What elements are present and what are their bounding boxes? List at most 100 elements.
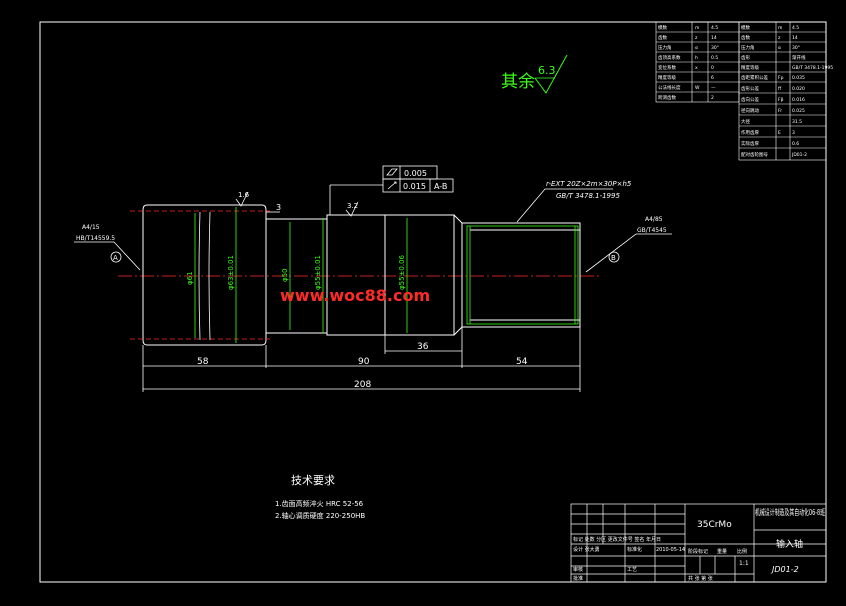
params-right-cell-7-0: 齿向公差 xyxy=(741,96,759,103)
datum-b-leader xyxy=(585,233,672,273)
len-90: 90 xyxy=(358,357,370,367)
watermark: www.woc88.com xyxy=(280,286,430,305)
dia-d2-label: φ63±0.01 xyxy=(227,255,235,290)
title-sheets: 共 张 第 张 xyxy=(688,575,713,582)
title-part-name: 输入轴 xyxy=(776,538,803,550)
tech-req-title: 技术要求 xyxy=(291,474,335,487)
params-right-cell-7-2: 0.016 xyxy=(792,97,805,103)
dia-d4-label: φ55±0.01 xyxy=(314,255,322,290)
params-left-cell-2-1: α xyxy=(695,46,698,51)
params-right-cell-10-0: 作用齿厚 xyxy=(741,129,759,136)
params-left-cell-4-1: x xyxy=(695,66,698,71)
params-right-cell-3-2: 渐开线 xyxy=(792,54,806,61)
datum-b-spec2: GB/T4545 xyxy=(637,227,667,234)
datum-a-circle xyxy=(110,251,122,263)
params-left-cell-3-0: 齿顶高系数 xyxy=(658,54,681,61)
params-left-cell-3-2: 0.5 xyxy=(711,55,718,61)
title-approve: 批准 xyxy=(573,575,583,582)
params-left-cell-7-2: 2 xyxy=(711,95,714,101)
datum-b-circle xyxy=(608,251,620,263)
params-left-cell-0-0: 模数 xyxy=(658,24,667,31)
title-check: 标准化 xyxy=(627,546,642,553)
tol-flatness-value: 0.005 xyxy=(404,169,427,178)
params-right-cell-4-0: 精度等级 xyxy=(741,64,759,71)
params-right-cell-7-1: Fβ xyxy=(778,97,784,103)
params-left-cell-6-2: — xyxy=(711,86,716,91)
params-right-cell-10-2: 3 xyxy=(792,130,795,136)
roughness-symbol xyxy=(534,54,568,94)
params-left-cell-1-0: 齿数 xyxy=(658,34,667,41)
thread-spec: r-EXT 20Z×2m×30P×h5 xyxy=(546,180,632,188)
title-row-labels: 标记 处数 分区 更改文件号 签名 年月日 xyxy=(573,536,661,543)
roughness-top-left: 1.6 xyxy=(238,191,250,199)
dia-d3-label: φ50 xyxy=(281,268,289,282)
title-designer: 设计 张大勇 xyxy=(573,546,600,553)
params-left-cell-6-1: W xyxy=(695,85,700,91)
roughness-prefix: 其余 xyxy=(501,72,535,92)
params-right-cell-9-2: 31.5 xyxy=(792,119,802,125)
params-right-cell-6-1: ff xyxy=(778,86,782,92)
params-left-cell-0-2: 4.5 xyxy=(711,25,718,31)
params-right-cell-4-2: GB/T 3478.1-1995 xyxy=(792,65,833,71)
datum-b-spec1: A4/85 xyxy=(645,216,663,223)
roughness-top-mid-symbol xyxy=(345,201,359,217)
tol-runout-value: 0.015 xyxy=(403,182,426,191)
len-54: 54 xyxy=(516,357,528,367)
tech-req-item-2: 2.轴心调质硬度 220-250HB xyxy=(275,511,365,520)
params-left-cell-5-2: 6 xyxy=(711,75,714,81)
params-right-cell-1-1: z xyxy=(778,36,781,41)
params-left-cell-6-0: 公法线长度 xyxy=(658,84,681,91)
params-left-cell-5-0: 精度等级 xyxy=(658,74,676,81)
params-right-cell-5-0: 齿距累积公差 xyxy=(741,74,768,81)
length-dims xyxy=(142,327,581,392)
title-scale: 1:1 xyxy=(739,560,749,567)
diameter-dims xyxy=(194,207,408,343)
len-58: 58 xyxy=(197,357,209,367)
roughness-value: 6.3 xyxy=(538,64,556,77)
len-36: 36 xyxy=(417,342,429,352)
params-right-cell-2-2: 30° xyxy=(792,45,800,51)
params-right-cell-0-0: 模数 xyxy=(741,24,750,31)
journal-arc-lines xyxy=(198,211,211,341)
flatness-icon xyxy=(386,168,398,176)
title-review: 审核 xyxy=(573,566,583,573)
title-weight: 重量 xyxy=(717,548,727,555)
params-right-cell-8-1: Fr xyxy=(778,108,782,114)
params-right-cell-2-1: α xyxy=(778,46,781,51)
params-left-cell-4-0: 变位系数 xyxy=(658,64,676,71)
title-date: 2010-05-14 xyxy=(656,547,685,553)
roughness-top-left-symbol xyxy=(235,191,249,207)
gear-lines xyxy=(466,225,579,325)
runout-icon xyxy=(387,181,397,190)
params-left-cell-0-1: m xyxy=(695,26,699,31)
params-left-cell-1-1: z xyxy=(695,36,698,41)
tolerance-frame xyxy=(329,165,454,215)
roughness-top-mid: 3.2 xyxy=(347,202,358,210)
chamfer-label: 3 xyxy=(276,203,281,212)
params-right-cell-2-0: 压力角 xyxy=(741,44,755,51)
len-total: 208 xyxy=(354,380,371,390)
params-left-cell-7-0: 跨测齿数 xyxy=(658,94,676,101)
params-left-cell-2-0: 压力角 xyxy=(658,44,672,51)
params-right-cell-12-0: 配对齿轮图号 xyxy=(741,151,768,158)
shaft-outline xyxy=(142,204,581,346)
datum-a-leader xyxy=(74,241,141,271)
params-right-cell-12-2: JD01-2 xyxy=(791,152,807,158)
tol-datum: A-B xyxy=(434,182,447,191)
datum-a-label: A xyxy=(113,254,118,262)
title-stage: 阶段标记 xyxy=(688,548,708,555)
tech-req-item-1: 1.齿面高频淬火 HRC 52-56 xyxy=(275,499,364,508)
params-right-cell-0-2: 4.5 xyxy=(792,25,799,31)
params-left-cell-2-2: 30° xyxy=(711,45,719,51)
params-right-cell-11-0: 实际齿厚 xyxy=(741,140,759,147)
drawing-border xyxy=(39,21,827,583)
params-right-cell-1-0: 齿数 xyxy=(741,34,750,41)
dia-d1-label: φ61 xyxy=(186,271,194,285)
params-right-cell-5-1: Fp xyxy=(778,75,784,81)
params-left-cell-1-2: 14 xyxy=(711,35,717,41)
title-process: 工艺 xyxy=(627,567,637,573)
params-right-cell-0-1: m xyxy=(778,26,782,31)
